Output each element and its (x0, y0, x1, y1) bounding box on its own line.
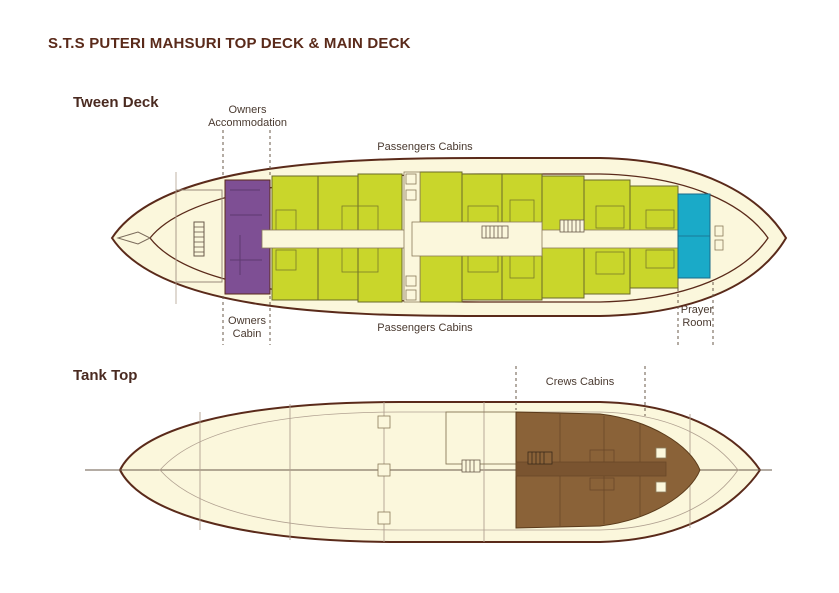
tween-deck-stairs (481, 219, 585, 239)
owners-accommodation-label: Owners Accommodation (200, 104, 295, 130)
crews-cabins-partitions (515, 414, 667, 526)
owners-cabin-partitions (230, 189, 262, 275)
owners-accommodation-label-line1: Owners (228, 104, 267, 116)
tween-deck-lobby (411, 221, 543, 257)
owners-accommodation-label-line2: Accommodation (208, 117, 287, 129)
tank-top-stairs (461, 459, 481, 473)
passengers-cabins-top-label: Passengers Cabins (377, 141, 473, 153)
tween-deck-aft-stairs (193, 221, 205, 257)
tween-deck-indicator-lines (222, 130, 714, 345)
tween-deck-stern-rudder (116, 231, 152, 245)
tween-deck-hatches (405, 173, 724, 301)
tank-top-inner-hull (159, 411, 739, 531)
passengers-cabins-bottom-label: Passengers Cabins (377, 322, 473, 334)
tank-top-plan (85, 366, 772, 543)
prayer-room-label-line2: Room (682, 317, 712, 329)
prayer-room-label: Prayer Room (674, 304, 720, 330)
tank-top-indicator-lines (515, 366, 646, 416)
owners-cabin-label-line1: Owners (228, 315, 266, 327)
page-title: S.T.S PUTERI MAHSURI TOP DECK & MAIN DEC… (48, 35, 411, 52)
tank-top-hatches (377, 415, 391, 525)
crews-cabins-stairs (527, 451, 553, 465)
tween-deck-plan (110, 130, 788, 345)
prayer-room-label-line1: Prayer (680, 304, 714, 316)
tank-top-heading: Tank Top (73, 367, 138, 384)
tween-deck-heading: Tween Deck (73, 94, 159, 111)
owners-cabin-label-line2: Cabin (232, 328, 262, 340)
owners-cabin-label: Owners Cabin (218, 315, 276, 341)
crews-cabins-label: Crews Cabins (545, 376, 615, 388)
